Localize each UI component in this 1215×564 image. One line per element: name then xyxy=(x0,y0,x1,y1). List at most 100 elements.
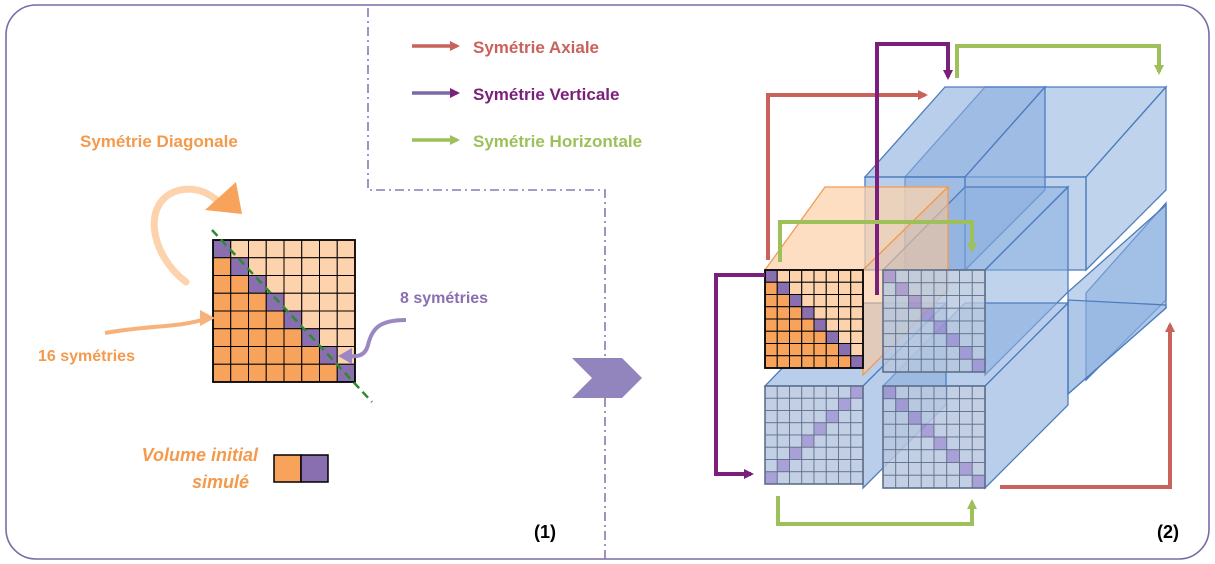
grid-cell xyxy=(959,385,973,400)
grid-cell xyxy=(801,446,815,460)
grid-cell xyxy=(789,306,803,320)
grid-cell xyxy=(850,355,864,369)
grid-cell xyxy=(789,269,803,283)
grid-cell xyxy=(212,328,232,347)
grid-cell xyxy=(908,474,922,489)
pointer-8-arrowhead xyxy=(338,348,352,364)
grid-cell xyxy=(908,385,922,400)
grid-cell xyxy=(850,330,864,344)
grid-cell xyxy=(920,462,935,476)
grid-cell xyxy=(946,385,960,400)
legend: Symétrie Axiale Symétrie Verticale Symét… xyxy=(412,38,642,151)
grid-cell xyxy=(882,269,897,284)
front-grid-bottom-left xyxy=(764,385,864,485)
grid-cell xyxy=(801,343,815,357)
grid-cell xyxy=(959,436,973,451)
legend-label-axial: Symétrie Axiale xyxy=(473,38,599,57)
grid-cell xyxy=(946,307,960,322)
grid-cell xyxy=(850,385,864,399)
grid-cell xyxy=(776,355,790,369)
grid-cell xyxy=(319,275,338,294)
grid-cell xyxy=(336,239,356,259)
grid-cell xyxy=(895,358,909,373)
grid-cell xyxy=(895,398,909,412)
grid-cell xyxy=(813,355,827,369)
grid-border xyxy=(764,385,864,485)
grid-cell xyxy=(813,269,827,283)
grid-cell xyxy=(971,295,986,309)
grid-cell xyxy=(920,423,935,438)
grid-cell xyxy=(933,423,948,438)
grid-cell xyxy=(776,318,790,332)
grid-cell xyxy=(248,328,267,347)
grid-cell xyxy=(801,330,815,344)
grid-cell xyxy=(764,294,778,308)
grid-cell xyxy=(882,358,897,373)
grid-cell xyxy=(776,397,790,411)
grid-cell xyxy=(838,294,852,308)
grid-cell xyxy=(319,310,338,330)
grid-cell xyxy=(230,363,249,383)
grid-cell xyxy=(959,320,973,335)
grid-cell xyxy=(882,436,897,451)
grid-cell xyxy=(908,358,922,373)
grid-cell xyxy=(265,310,285,330)
grid-cell xyxy=(813,397,827,411)
grid-cell xyxy=(971,474,986,489)
grid-cell xyxy=(825,459,839,473)
pointer-16-arrowhead xyxy=(200,310,215,326)
grid-cell xyxy=(813,306,827,320)
grid-cell xyxy=(895,462,909,476)
grid-cell xyxy=(920,398,935,412)
grid-cell xyxy=(908,320,922,335)
grid-cell xyxy=(882,307,897,322)
grid-cell xyxy=(850,281,864,295)
label-16-symmetries: 16 symétries xyxy=(38,348,135,365)
grid-cell xyxy=(764,343,778,357)
arrow-vertical-top xyxy=(875,42,953,295)
grid-cell xyxy=(265,346,285,365)
grid-cell xyxy=(882,346,897,360)
grid-cell xyxy=(336,257,356,276)
grid-cell xyxy=(908,423,922,438)
grid-cell xyxy=(971,282,986,296)
grid-cell xyxy=(933,320,948,335)
grid-cell xyxy=(336,310,356,330)
grid-cell xyxy=(971,346,986,360)
grid-cell xyxy=(801,385,815,399)
grid-cell xyxy=(946,320,960,335)
grid-cell xyxy=(946,282,960,296)
grid-cell xyxy=(933,282,948,296)
grid-cell xyxy=(920,358,935,373)
grid-cell xyxy=(838,306,852,320)
grid-cell xyxy=(838,410,852,424)
grid-cell xyxy=(838,269,852,283)
grid-cell xyxy=(813,446,827,460)
grid-cell xyxy=(908,333,922,347)
grid-cell xyxy=(882,462,897,476)
grid-cell xyxy=(283,292,303,312)
grid-cell xyxy=(908,269,922,284)
grid-cell xyxy=(789,318,803,332)
grid-cell xyxy=(764,355,778,369)
grid-cell xyxy=(825,269,839,283)
grid-cell xyxy=(212,292,232,312)
grid-cell xyxy=(283,310,303,330)
grid-cell xyxy=(920,333,935,347)
grid-cell xyxy=(920,436,935,451)
grid-cell xyxy=(908,411,922,425)
grid-border xyxy=(764,269,864,369)
grid-cell xyxy=(933,346,948,360)
grid-cell xyxy=(946,411,960,425)
grid-cell xyxy=(850,318,864,332)
arrow-vertical-left xyxy=(714,273,765,479)
grid-cell xyxy=(959,269,973,284)
grid-cell xyxy=(838,343,852,357)
grid-cell xyxy=(776,343,790,357)
grid-cell xyxy=(946,398,960,412)
grid-cell xyxy=(908,346,922,360)
grid-cell xyxy=(248,239,267,259)
grid-cell xyxy=(971,398,986,412)
grid-cell xyxy=(895,320,909,335)
grid-cell xyxy=(908,295,922,309)
